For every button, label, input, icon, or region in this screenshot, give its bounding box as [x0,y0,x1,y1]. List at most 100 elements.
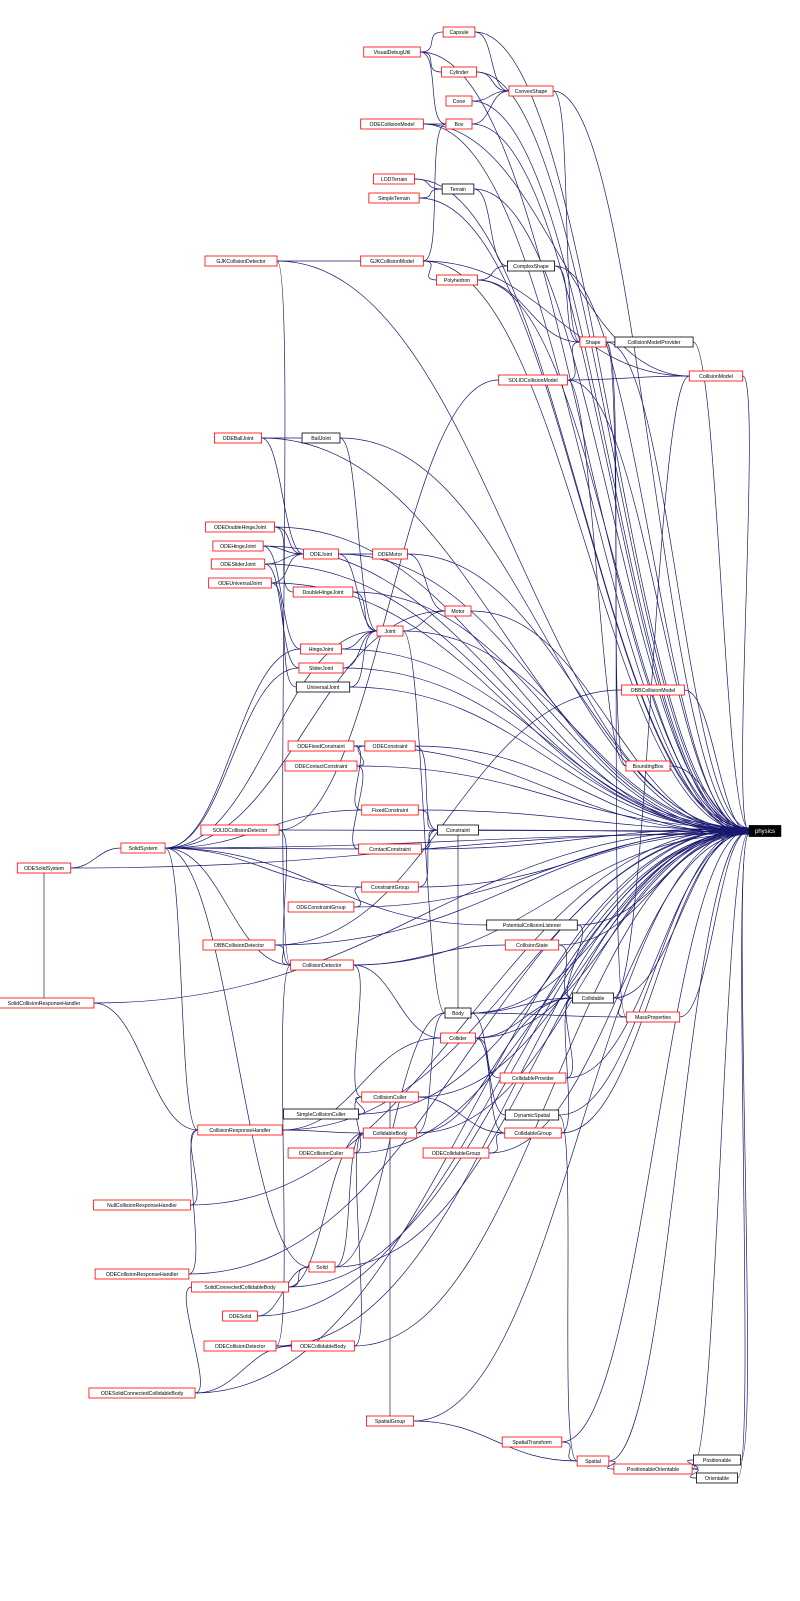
node-obbcollisionmodel[interactable]: OBBCollisionModel [621,684,685,696]
node-potentialcollisionlistener[interactable]: PotentialCollisionListener [486,919,578,931]
node-odecollisionculler[interactable]: ODECollisionCuller [287,1147,355,1159]
node-collisiondetector[interactable]: CollisionDetector [290,959,354,971]
node-collisionresponsehandler[interactable]: CollisionResponseHandler [197,1124,283,1136]
edge-shape-boundingbox [605,341,627,767]
node-positionableorientable[interactable]: PositionableOrientable [613,1463,693,1475]
node-polyhedron[interactable]: Polyhedron [436,274,478,286]
edge-to-physics [737,833,750,1479]
node-hingejoint[interactable]: HingeJoint [300,643,342,655]
node-terrain[interactable]: Terrain [441,183,475,195]
node-motor[interactable]: Motor [444,605,472,617]
node-solidcollisionresponsehandler[interactable]: SolidCollisionResponseHandler [0,997,95,1009]
node-collisionmodelprovider[interactable]: CollisionModelProvider [614,336,694,348]
node-gjkcollisiondetector[interactable]: GJKCollisionDetector [204,255,278,267]
node-odemotor[interactable]: ODEMotor [372,548,408,560]
node-odecollisionresponsehandler[interactable]: ODECollisionResponseHandler [94,1268,190,1280]
node-box [287,1147,355,1159]
node-physics[interactable]: physics [748,825,782,837]
node-sliderjoint[interactable]: SliderJoint [298,662,344,674]
node-simplecollisionculler[interactable]: SimpleCollisionCuller [283,1108,359,1120]
node-odeuniversaljoint[interactable]: ODEUniversalJoint [208,577,272,589]
node-label: FixedConstraint [372,808,409,814]
node-odeballjoint[interactable]: ODEBallJoint [213,432,262,444]
node-obbcollisiondetector[interactable]: OBBCollisionDetector [202,939,276,951]
node-odecollisionmodel[interactable]: ODECollisionModel [360,118,424,130]
edge-to-physics [343,667,750,831]
node-collisionmodel[interactable]: CollisionModel [688,370,744,382]
node-cone[interactable]: Cone [445,95,473,107]
node-visualdebugutil[interactable]: VisualDebugUtil [363,46,421,58]
node-massproperties[interactable]: MassProperties [625,1011,681,1023]
node-solidcollisiondetector[interactable]: SOLIDCollisionDetector [200,824,280,836]
node-odejoint[interactable]: ODEJoint [303,548,339,560]
node-collider[interactable]: Collider [440,1032,476,1044]
node-odeconstraint[interactable]: ODEConstraint [364,740,416,752]
node-odecollidablegroup[interactable]: ODECollidableGroup [422,1147,490,1159]
node-balljoint[interactable]: BallJoint [301,432,341,444]
node-odesolid[interactable]: ODESolid [222,1310,258,1322]
node-doublehingejoint[interactable]: DoubleHingeJoint [292,586,354,598]
node-odeconstraintgroup[interactable]: ODEConstraintGroup [287,901,355,913]
node-label: CollisionResponseHandler [209,1128,270,1134]
node-odesliderjoint[interactable]: ODESliderJoint [210,558,266,570]
node-solidcollisionmodel[interactable]: SOLIDCollisionModel [498,374,568,386]
edge-gjkcollisiondetector-collisiondetector [276,260,291,966]
node-solidconnectedcollidablebody[interactable]: SolidConnectedCollidableBody [191,1281,289,1293]
node-complexshape[interactable]: ComplexShape [506,260,555,272]
node-joint[interactable]: Joint [376,625,404,637]
node-solid[interactable]: Solid [308,1261,336,1273]
node-universaljoint[interactable]: UniversalJoint [295,681,351,693]
edge-solidsystem-potentialcollisionlistener [165,847,487,926]
node-odehingejoint[interactable]: ODEHingeJoint [212,540,264,552]
node-lodterrain[interactable]: LODTerrain [373,173,415,185]
node-constraint[interactable]: Constraint [437,824,479,836]
node-gjkcollisionmodel[interactable]: GJKCollisionModel [360,255,424,267]
edge-joint-motor [402,610,446,632]
node-odedoublehingejoint[interactable]: ODEDoubleHingeJoint [205,521,275,533]
edge-to-physics [416,830,750,1134]
node-boundingbox[interactable]: BoundingBox [625,760,671,772]
node-collidable[interactable]: Collidable [572,992,614,1004]
node-fixedconstraint[interactable]: FixedConstraint [361,804,419,816]
node-odecollisiondetector[interactable]: ODECollisionDetector [203,1340,277,1352]
edge-to-physics [561,831,750,1134]
node-label: Body [452,1011,464,1017]
node-box [440,1032,476,1044]
node-orientable[interactable]: Orientable [696,1472,738,1484]
edge-to-physics [358,827,750,1115]
node-label: Polyhedron [444,278,470,284]
node-collidablebody[interactable]: CollidableBody [362,1127,418,1139]
node-convexshape[interactable]: ConvexShape [508,85,554,97]
node-nullcollisionresponsehandler[interactable]: NullCollisionResponseHandler [93,1199,191,1211]
node-label: Orientable [705,1476,729,1482]
node-collidablegroup[interactable]: CollidableGroup [504,1127,562,1139]
node-capsule[interactable]: Capsule [442,26,476,38]
node-spatialtransform[interactable]: SpatialTransform [501,1436,563,1448]
node-odecollidablebody[interactable]: ODECollidableBody [291,1340,355,1352]
node-label: BallJoint [311,436,331,442]
node-solidsystem[interactable]: SolidSystem [120,842,166,854]
node-box [576,1455,610,1467]
node-simpleterrain[interactable]: SimpleTerrain [368,192,420,204]
node-collisionculler[interactable]: CollisionCuller [361,1091,419,1103]
node-odefixedconstraint[interactable]: ODEFixedConstraint [287,740,355,752]
node-constraintgroup[interactable]: ConstraintGroup [361,881,419,893]
node-box [360,118,424,130]
node-cylinder[interactable]: Cylinder [441,66,477,78]
node-odesolidconnectedcollidablebody[interactable]: ODESolidConnectedCollidableBody [88,1387,196,1399]
node-odesolidsystem[interactable]: ODESolidSystem [16,862,72,874]
node-odecontactconstraint[interactable]: ODEContactConstraint [284,760,358,772]
node-body[interactable]: Body [444,1007,472,1019]
node-shape[interactable]: Shape [579,336,607,348]
node-box [361,804,419,816]
node-dynamicspatial[interactable]: DynamicSpatial [504,1109,560,1121]
node-contactconstraint[interactable]: ContactConstraint [358,843,422,855]
node-box [120,842,166,854]
edge-simplecollisionculler-collisionculler [355,1096,366,1115]
node-box[interactable]: Box [445,118,473,130]
node-positionable[interactable]: Positionable [693,1454,742,1466]
node-spatial[interactable]: Spatial [576,1455,610,1467]
node-collidableprovider[interactable]: CollidableProvider [499,1072,567,1084]
node-collisionstate[interactable]: CollisionState [504,939,560,951]
node-spatialgroup[interactable]: SpatialGroup [365,1415,414,1427]
